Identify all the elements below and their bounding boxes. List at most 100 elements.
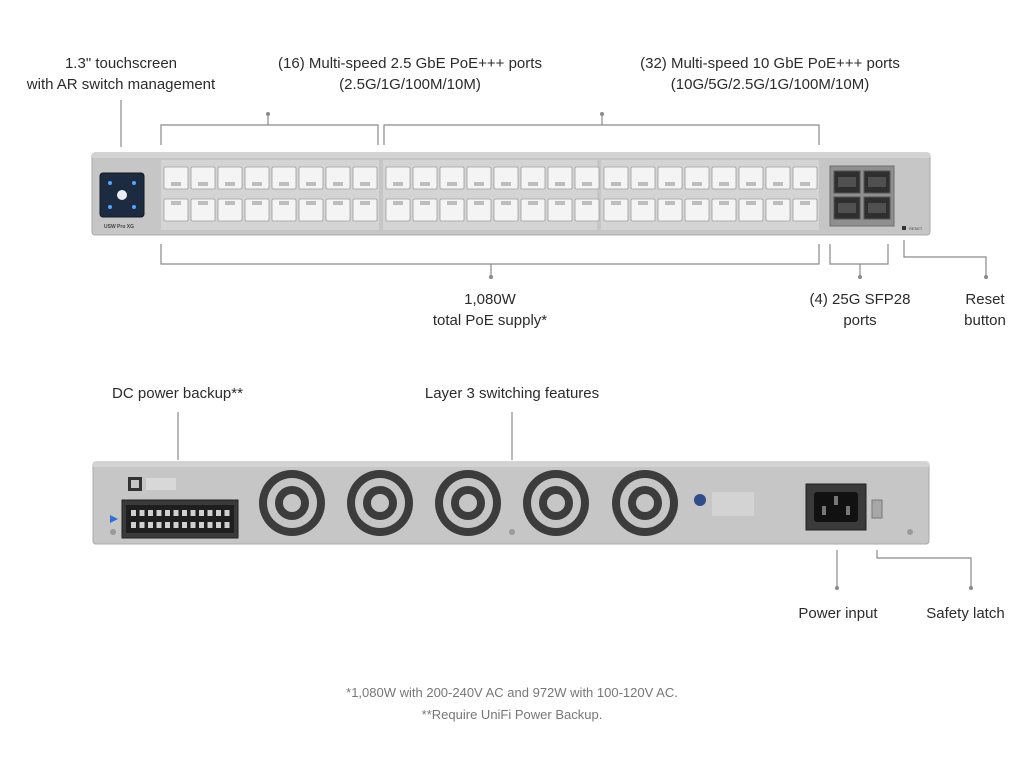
rj45-port-28-latch (528, 201, 538, 205)
rj45-port-9-latch (279, 182, 289, 186)
dc-power-backup-label: DC power backup** (112, 385, 243, 402)
rj45-port-48 (792, 198, 818, 222)
safety-latch-callout-line (876, 550, 972, 587)
touchscreen-dot-top-right (132, 181, 136, 185)
rj45-port-47 (792, 166, 818, 190)
rj45-port-14-latch (333, 201, 343, 205)
reset-callout-line (903, 240, 987, 276)
rj45-port-46 (765, 198, 791, 222)
callout-dot-10g (600, 112, 604, 116)
sfp-ports (833, 170, 891, 220)
rj45-port-18 (385, 198, 411, 222)
safety-latch-label: Safety latch (926, 605, 1005, 622)
sfp-port-1-slot (838, 177, 856, 187)
reset-button-label-line1: Reset (965, 291, 1005, 308)
rj45-port-45-latch (773, 182, 783, 186)
rj45-port-47-latch (800, 182, 810, 186)
rj45-port-6-latch (225, 201, 235, 205)
rj45-port-5 (217, 166, 243, 190)
callout-dot-reset (984, 275, 988, 279)
power-pin-left (822, 506, 826, 515)
rj45-port-5-latch (225, 182, 235, 186)
sfp-ports-label-line2: ports (843, 312, 877, 329)
rj45-port-27 (520, 166, 546, 190)
sfp-port-4-slot (868, 203, 886, 213)
rj45-ports (163, 166, 818, 222)
rj45-port-25-latch (501, 182, 511, 186)
touchscreen-label-line1: 1.3" touchscreen (64, 55, 178, 72)
rj45-port-2 (163, 198, 189, 222)
front-panel: USW Pro XG RESET (91, 152, 931, 236)
footnote-poe: *1,080W with 200-240V AC and 972W with 1… (346, 685, 678, 700)
rj45-port-29 (547, 166, 573, 190)
rj45-port-10-latch (279, 201, 289, 205)
rj45-port-41-latch (719, 182, 729, 186)
rj45-port-43 (738, 166, 764, 190)
bracket-10g (383, 124, 820, 145)
power-input-label: Power input (798, 605, 878, 622)
dc-pins (131, 510, 230, 528)
serial-label (146, 478, 176, 490)
rj45-port-12 (298, 198, 324, 222)
rj45-port-46-latch (773, 201, 783, 205)
rj45-port-36-latch (638, 201, 648, 205)
rj45-port-8 (244, 198, 270, 222)
dc-pin-2 (139, 510, 145, 516)
dc-pin-10 (207, 510, 213, 516)
bracket-poe (160, 244, 820, 265)
dc-pin-18 (173, 522, 179, 528)
rj45-port-7 (244, 166, 270, 190)
fan-1-center (283, 494, 301, 512)
rj45-port-21 (439, 166, 465, 190)
front-chassis-highlight (92, 153, 930, 158)
model-name-text: USW Pro XG (104, 224, 134, 230)
rj45-port-17 (385, 166, 411, 190)
dc-pin-15 (148, 522, 153, 528)
fan-2-center (371, 494, 389, 512)
rj45-port-13-latch (333, 182, 343, 186)
dc-pin-16 (156, 522, 162, 528)
rj45-port-4-latch (198, 201, 208, 205)
ports-2-5g-label-line2: (2.5G/1G/100M/10M) (339, 76, 481, 93)
dc-pin-13 (131, 522, 136, 528)
ports-10g-label-line1: (32) Multi-speed 10 GbE PoE+++ ports (640, 55, 900, 72)
safety-latch (871, 499, 883, 519)
touchscreen-dot-bottom-left (108, 205, 112, 209)
dc-pin-6 (173, 510, 179, 516)
rj45-port-31 (574, 166, 600, 190)
dc-pin-23 (216, 522, 221, 528)
regulatory-label (712, 492, 754, 516)
rj45-port-22-latch (447, 201, 457, 205)
rj45-port-12-latch (306, 201, 316, 205)
front-callouts (120, 100, 987, 276)
rj45-port-29-latch (555, 182, 565, 186)
rj45-port-18-latch (393, 201, 403, 205)
touchscreen-label-line2: with AR switch management (26, 76, 216, 93)
rj45-port-9 (271, 166, 297, 190)
ports-2-5g-label: (16) Multi-speed 2.5 GbE PoE+++ ports (2… (225, 53, 595, 95)
rj45-port-6 (217, 198, 243, 222)
callout-dot-power-input (835, 586, 839, 590)
rj45-port-28 (520, 198, 546, 222)
sfp-ports-label: (4) 25G SFP28 ports (790, 289, 930, 331)
rj45-port-33-latch (611, 182, 621, 186)
rj45-port-39-latch (692, 182, 702, 186)
dc-pin-17 (165, 522, 170, 528)
power-pin-earth (834, 496, 838, 505)
rj45-port-20-latch (420, 201, 430, 205)
rj45-port-16 (352, 198, 378, 222)
fan-3-center (459, 494, 477, 512)
rj45-port-21-latch (447, 182, 457, 186)
reset-button-label-line2: button (964, 312, 1006, 329)
reset-text: RESET (909, 226, 923, 231)
rj45-port-48-latch (800, 201, 810, 205)
rj45-port-40-latch (692, 201, 702, 205)
touchscreen-dot-bottom-right (132, 205, 136, 209)
rj45-port-24-latch (474, 201, 484, 205)
rj45-port-38 (657, 198, 683, 222)
rj45-port-27-latch (528, 182, 538, 186)
dc-pin-11 (216, 510, 221, 516)
sfp-port-2-slot (838, 203, 856, 213)
rj45-port-44 (738, 198, 764, 222)
